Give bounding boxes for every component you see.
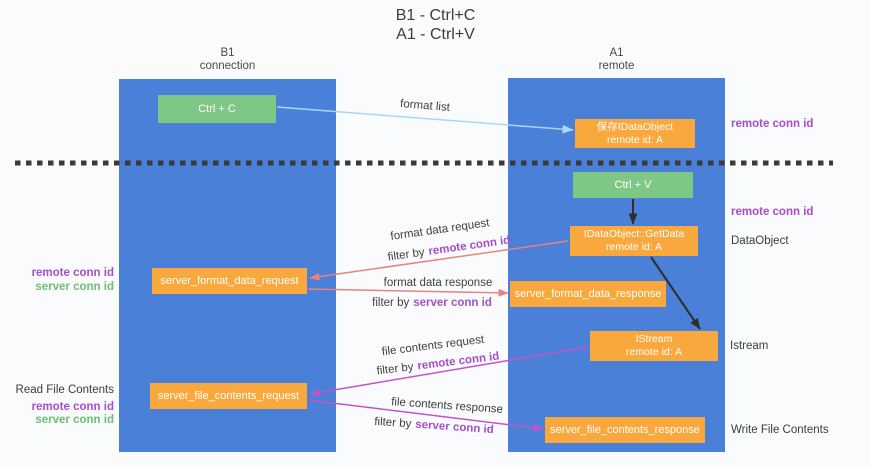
save-idataobject-box: 保存IDataObject remote id: A	[575, 119, 695, 148]
filter-by-text: filter by	[373, 415, 412, 431]
server-file-contents-response-box: server_file_contents_response	[545, 417, 705, 443]
save-idataobject-line1: 保存IDataObject	[596, 120, 674, 133]
column-header-a1: A1 remote	[508, 47, 725, 73]
column-b1-name: B1	[220, 47, 235, 59]
column-a1-name: A1	[609, 47, 624, 59]
server-file-contents-request-box: server_file_contents_request	[150, 383, 307, 409]
column-header-b1: B1 connection	[119, 47, 336, 73]
diagram-title: B1 - Ctrl+C A1 - Ctrl+V	[0, 6, 871, 44]
save-idataobject-line2: remote id: A	[606, 133, 664, 146]
istream-box: IStream remote id: A	[590, 331, 718, 361]
annotation-read-file-contents: Read File Contents	[15, 384, 114, 396]
idataobject-getdata-box: IDataObject::GetData remote id: A	[570, 226, 698, 256]
annotation-left-server-conn-id-2: server conn id	[35, 414, 114, 426]
istream-line1: IStream	[635, 333, 673, 345]
filter-by-text: filter by	[387, 246, 426, 264]
ctrl-c-box: Ctrl + C	[158, 95, 276, 123]
ctrl-v-label: Ctrl + V	[614, 178, 652, 191]
istream-line2: remote id: A	[625, 346, 683, 358]
getdata-line2: remote id: A	[605, 241, 663, 253]
server-format-data-response-box: server_format_data_response	[510, 281, 666, 307]
ctrl-c-label: Ctrl + C	[198, 102, 236, 115]
label-file-contents-response: file contents response	[390, 396, 504, 416]
annotation-left-server-conn-id-1: server conn id	[35, 281, 114, 293]
annotation-dataobject: DataObject	[731, 235, 789, 247]
server-conn-id-text: server conn id	[413, 297, 492, 309]
remote-conn-id-text: remote conn id	[416, 350, 501, 373]
column-a1-subtitle: remote	[598, 60, 635, 72]
server-conn-id-text: server conn id	[414, 418, 495, 437]
title-line-2: A1 - Ctrl+V	[396, 26, 475, 43]
title-line-1: B1 - Ctrl+C	[395, 7, 476, 24]
column-b1-subtitle: connection	[199, 60, 256, 72]
annotation-left-remote-conn-id-2: remote conn id	[31, 401, 114, 413]
server-file-contents-request-label: server_file_contents_request	[157, 389, 300, 402]
annotation-istream: Istream	[730, 340, 769, 352]
annotation-write-file-contents: Write File Contents	[731, 424, 829, 436]
filter-by-text: filter by	[372, 297, 410, 309]
remote-conn-id-text: remote conn id	[427, 234, 511, 258]
server-format-data-response-label: server_format_data_response	[514, 287, 662, 300]
annotation-remote-conn-id-top: remote conn id	[731, 118, 814, 130]
annotation-remote-conn-id-mid: remote conn id	[731, 206, 814, 218]
server-file-contents-response-label: server_file_contents_response	[550, 423, 700, 436]
filter-by-text: filter by	[375, 361, 415, 378]
server-format-data-request-label: server_format_data_request	[160, 274, 299, 287]
annotation-left-remote-conn-id-1: remote conn id	[31, 267, 114, 279]
format-data-response-arrow	[307, 288, 509, 297]
label-format-data-response: format data response	[383, 277, 493, 289]
server-format-data-request-box: server_format_data_request	[152, 268, 307, 294]
label-format-list: format list	[399, 98, 451, 114]
ctrl-v-box: Ctrl + V	[573, 172, 693, 198]
getdata-line1: IDataObject::GetData	[583, 228, 685, 240]
